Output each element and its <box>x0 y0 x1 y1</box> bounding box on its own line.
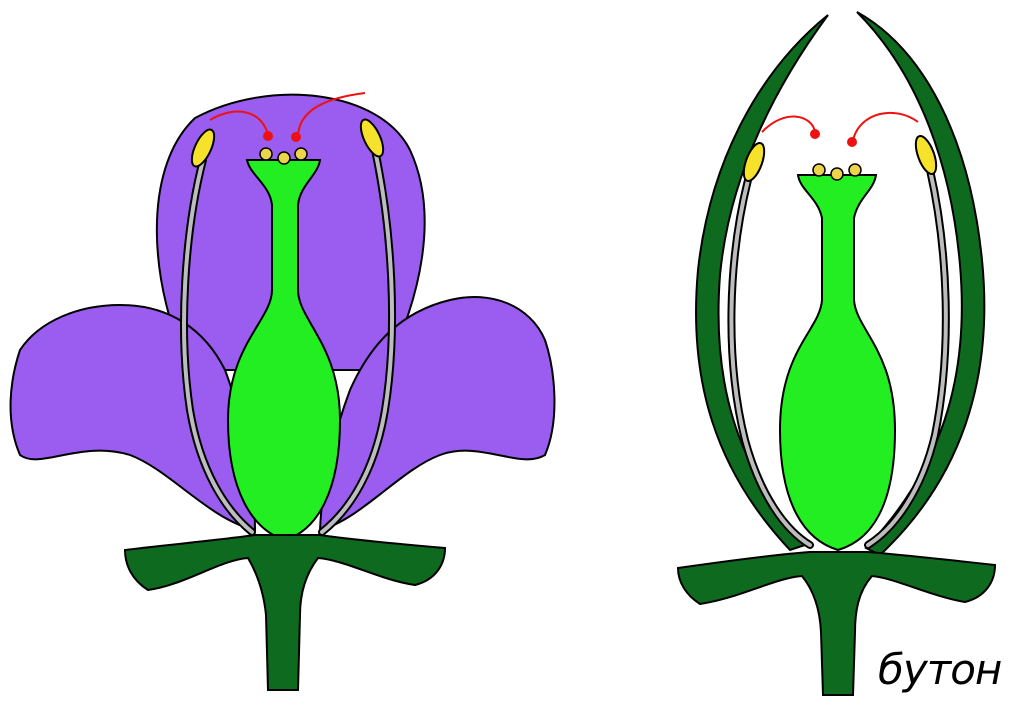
flower-bud <box>678 12 995 695</box>
sepals <box>125 535 445 690</box>
pollen-arrow-left-head <box>263 131 273 141</box>
pollen-grain <box>295 148 307 160</box>
pollen-grain <box>813 164 825 176</box>
bud-pollen-arrow-left <box>762 117 815 132</box>
open-flower <box>11 93 555 690</box>
pollen-grain <box>831 168 843 180</box>
pollen-grain <box>849 164 861 176</box>
bud-pollen-arrow-right <box>853 113 918 140</box>
pollen-grain <box>260 148 272 160</box>
pollen-arrow-right-head <box>291 132 301 142</box>
bud-caption: бутон <box>878 645 1001 694</box>
bud-pistil <box>780 175 895 550</box>
pollen-grain <box>278 152 290 164</box>
bud-pollen-arrow-left-head <box>810 129 820 139</box>
bud-pollen-arrow-right-head <box>847 137 857 147</box>
